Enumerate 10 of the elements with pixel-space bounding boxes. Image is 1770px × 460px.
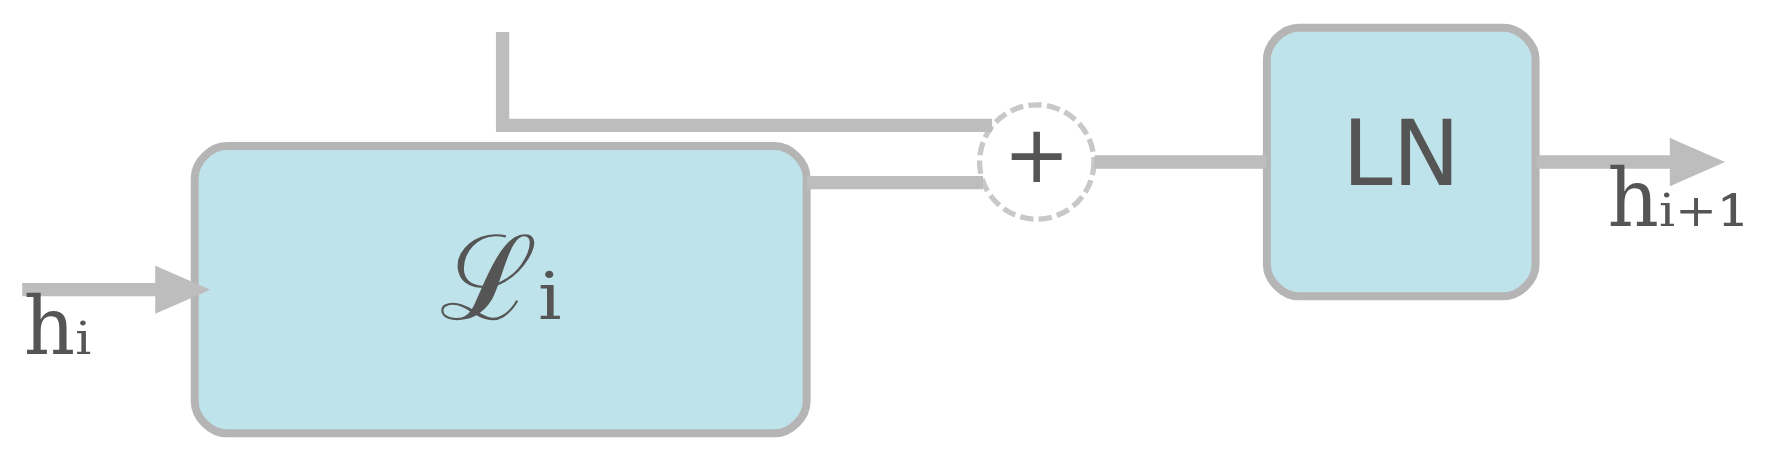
edge-label: hᵢ₊₁ xyxy=(1607,151,1750,245)
node-box: LN xyxy=(1262,23,1540,300)
edge-label: hᵢ xyxy=(23,279,92,373)
connector xyxy=(807,175,983,189)
arrow xyxy=(1536,137,1726,186)
arrow xyxy=(22,265,211,314)
connector xyxy=(495,31,993,132)
connector xyxy=(1094,154,1267,169)
node-box: ℒᵢ xyxy=(190,141,811,437)
node-circle: + xyxy=(976,101,1097,222)
